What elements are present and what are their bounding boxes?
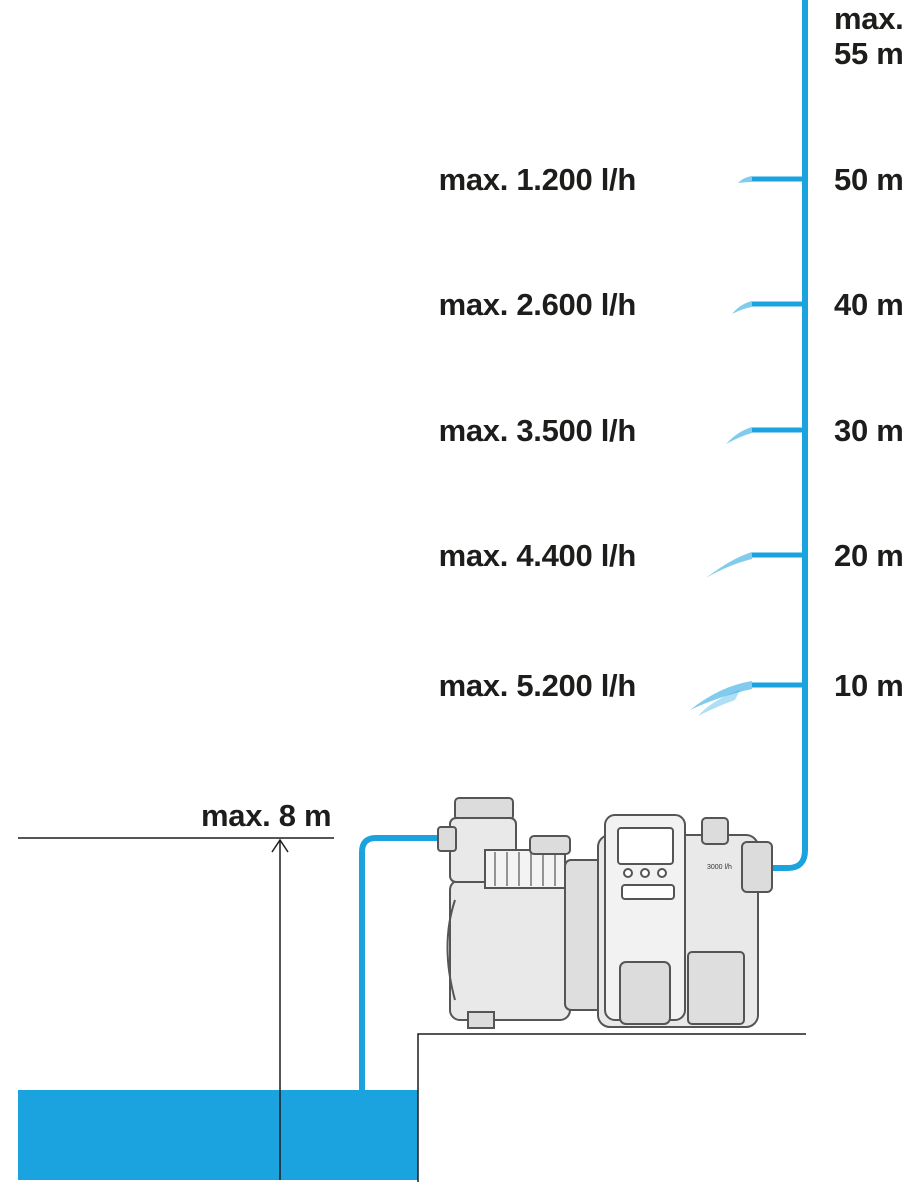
- suction-depth-label: max. 8 m: [201, 798, 332, 833]
- flow-label-40m: max. 2.600 l/h: [438, 287, 637, 322]
- flow-label-50m: max. 1.200 l/h: [438, 162, 637, 197]
- suction-hose: [359, 835, 440, 1092]
- flow-label-10m: max. 5.200 l/h: [438, 668, 637, 703]
- pressure-hose: [770, 0, 808, 871]
- height-label-50m: 50 m: [834, 162, 904, 197]
- water-reservoir: [18, 1090, 418, 1180]
- pump-display-label: 3000 l/h: [707, 864, 732, 871]
- ground-step: [417, 1033, 806, 1182]
- height-label-40m: 40 m: [834, 287, 904, 322]
- height-label-20m: 20 m: [834, 538, 904, 573]
- max-head-label: max. 55 m: [834, 1, 904, 71]
- height-label-10m: 10 m: [834, 668, 904, 703]
- outlet-stubs: [752, 176, 805, 688]
- garden-pump-icon: [437, 797, 773, 1029]
- water-spray-icon: [690, 176, 752, 716]
- max-head-line1: max.: [834, 1, 904, 36]
- flow-label-20m: max. 4.400 l/h: [438, 538, 637, 573]
- suction-height-arrow: [271, 838, 289, 1180]
- height-label-30m: 30 m: [834, 413, 904, 448]
- max-head-line2: 55 m: [834, 35, 904, 71]
- flow-label-30m: max. 3.500 l/h: [438, 413, 637, 448]
